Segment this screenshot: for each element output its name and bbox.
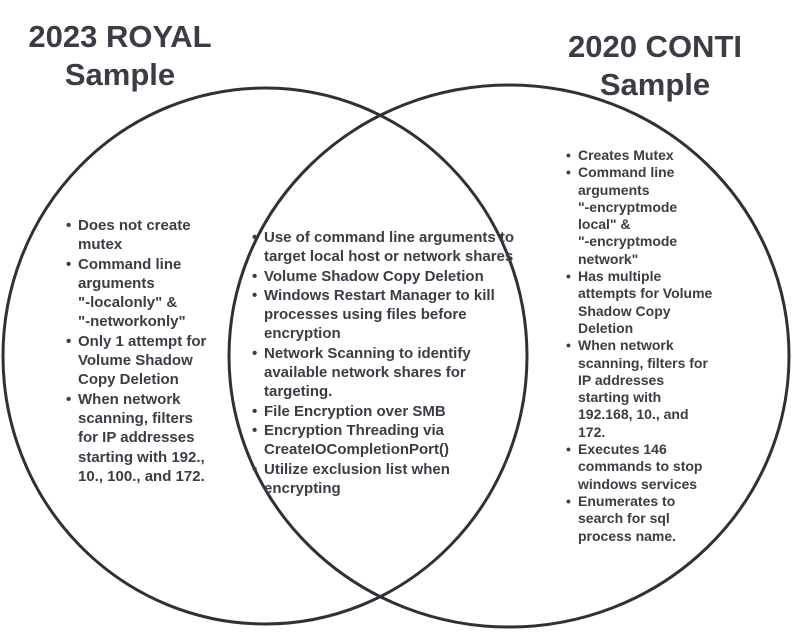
list-item: When network scanning, filters for IP ad…: [566, 337, 712, 441]
list-item: Windows Restart Manager to kill processe…: [252, 286, 514, 344]
list-item: Command line arguments "-localonly" & "-…: [66, 255, 206, 332]
conti-title: 2020 CONTI Sample: [567, 29, 742, 102]
list-item: Utilize exclusion list when encrypting: [252, 460, 514, 499]
list-item: Does not create mutex: [66, 216, 206, 255]
list-item: Encryption Threading via CreateIOComplet…: [252, 421, 514, 460]
royal-list: Does not create mutex Command line argum…: [66, 216, 206, 486]
conti-circle: [227, 83, 791, 629]
list-item: File Encryption over SMB: [252, 402, 514, 422]
list-item: Volume Shadow Copy Deletion: [252, 267, 514, 287]
conti-list: Creates Mutex Command line arguments "-e…: [566, 147, 712, 545]
list-item: Use of command line arguments to target …: [252, 228, 514, 267]
shared-list: Use of command line arguments to target …: [252, 228, 514, 498]
list-item: Network Scanning to identify available n…: [252, 344, 514, 402]
royal-title: 2023 ROYAL Sample: [28, 19, 212, 92]
list-item: When network scanning, filters for IP ad…: [66, 390, 206, 486]
list-item: Enumerates to search for sql process nam…: [566, 493, 712, 545]
list-item: Executes 146 commands to stop windows se…: [566, 441, 712, 493]
list-item: Only 1 attempt for Volume Shadow Copy De…: [66, 332, 206, 390]
list-item: Command line arguments "-encryptmode loc…: [566, 164, 712, 268]
list-item: Has multiple attempts for Volume Shadow …: [566, 268, 712, 337]
royal-circle: [1, 86, 529, 626]
list-item: Creates Mutex: [566, 147, 712, 165]
